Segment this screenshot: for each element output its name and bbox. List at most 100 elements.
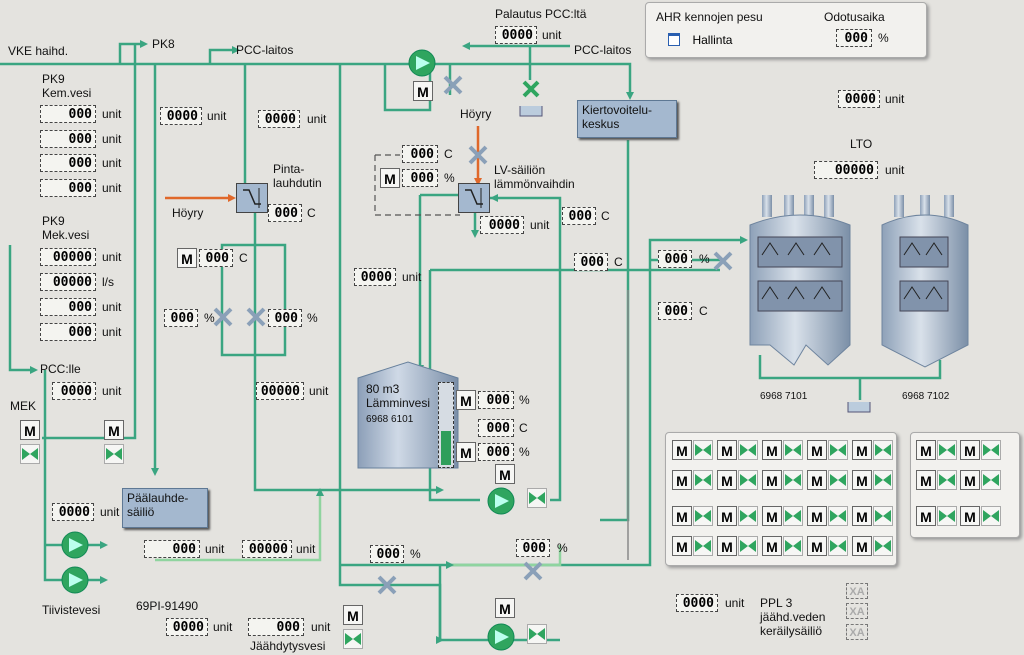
onoff-valve-grid-right-2[interactable] — [937, 470, 957, 490]
manual-grid-right-1[interactable]: M — [960, 440, 980, 460]
manual-pump-tank[interactable]: M — [495, 464, 515, 484]
pump-tiiviste-2[interactable] — [60, 565, 90, 595]
onoff-valve-grid-right-1[interactable] — [981, 440, 1001, 460]
manual-grid-right-4[interactable]: M — [916, 506, 936, 526]
manual-mek-1[interactable]: M — [20, 420, 40, 440]
readout-paalauhde-2[interactable]: 00000 — [242, 540, 292, 558]
readout-kem-3[interactable]: 000 — [40, 154, 96, 172]
readout-valve-left-pct[interactable]: 000 — [164, 309, 198, 327]
onoff-valve-grid-left-19[interactable] — [873, 536, 893, 556]
readout-mid-0000[interactable]: 0000 — [354, 268, 396, 286]
readout-mek-4[interactable]: 000 — [40, 323, 96, 341]
readout-mek-2[interactable]: 00000 — [40, 273, 96, 291]
readout-pct-000-top[interactable]: 000 — [658, 250, 692, 268]
onoff-valve-grid-left-5[interactable] — [693, 470, 713, 490]
manual-left-loop[interactable]: M — [177, 248, 197, 268]
onoff-valve-grid-left-12[interactable] — [783, 506, 803, 526]
pump-bottom[interactable] — [486, 622, 516, 652]
manual-grid-left-8[interactable]: M — [807, 470, 827, 490]
manual-grid-left-10[interactable]: M — [672, 506, 692, 526]
manual-grid-left-17[interactable]: M — [762, 536, 782, 556]
manual-grid-right-3[interactable]: M — [960, 470, 980, 490]
manual-grid-left-3[interactable]: M — [807, 440, 827, 460]
lv-heat-exchanger[interactable] — [458, 183, 490, 213]
onoff-valve-grid-left-1[interactable] — [738, 440, 758, 460]
readout-bottom-pct-1[interactable]: 000 — [370, 545, 404, 563]
manual-grid-left-4[interactable]: M — [852, 440, 872, 460]
onoff-valve-grid-left-0[interactable] — [693, 440, 713, 460]
manual-pump-bottom[interactable]: M — [495, 598, 515, 618]
readout-tank-pct2[interactable]: 000 — [478, 443, 514, 461]
valve-right-loop[interactable] — [245, 306, 267, 328]
readout-lv-pct[interactable]: 000 — [402, 169, 438, 187]
readout-kem-1[interactable]: 000 — [40, 105, 96, 123]
onoff-valve-jaahdytys[interactable] — [343, 629, 363, 649]
valve-steam-lv[interactable] — [467, 144, 489, 166]
valve-bottom-2[interactable] — [522, 560, 544, 582]
manual-jaahdytys[interactable]: M — [343, 605, 363, 625]
manual-grid-left-16[interactable]: M — [717, 536, 737, 556]
readout-bottom-0000[interactable]: 0000 — [166, 618, 208, 636]
onoff-valve-grid-left-10[interactable] — [693, 506, 713, 526]
readout-right-top[interactable]: 0000 — [838, 90, 880, 108]
readout-lv-side-c[interactable]: 000 — [562, 207, 596, 225]
manual-grid-right-2[interactable]: M — [916, 470, 936, 490]
onoff-valve-grid-right-0[interactable] — [937, 440, 957, 460]
onoff-valve-grid-left-15[interactable] — [693, 536, 713, 556]
readout-valve-right-pct[interactable]: 000 — [268, 309, 302, 327]
valve-steam-top[interactable] — [442, 74, 464, 96]
readout-bottom-000[interactable]: 000 — [248, 618, 304, 636]
onoff-valve-grid-right-3[interactable] — [981, 470, 1001, 490]
readout-c-000-a[interactable]: 000 — [574, 253, 608, 271]
manual-grid-left-15[interactable]: M — [672, 536, 692, 556]
readout-paalauhde-1[interactable]: 000 — [144, 540, 200, 558]
manual-grid-left-0[interactable]: M — [672, 440, 692, 460]
onoff-valve-pump-tank[interactable] — [527, 488, 547, 508]
onoff-valve-mek-2[interactable] — [104, 444, 124, 464]
readout-pcclle[interactable]: 0000 — [52, 382, 96, 400]
valve-bottom-1[interactable] — [376, 574, 398, 596]
manual-grid-left-18[interactable]: M — [807, 536, 827, 556]
pump-tank-out[interactable] — [486, 486, 516, 516]
manual-grid-left-19[interactable]: M — [852, 536, 872, 556]
readout-lto[interactable]: 00000 — [814, 161, 878, 179]
hallinta-button[interactable]: Hallinta — [668, 31, 732, 49]
readout-left-c[interactable]: 000 — [199, 249, 233, 267]
readout-tank-c[interactable]: 000 — [478, 419, 514, 437]
readout-kem-4[interactable]: 000 — [40, 179, 96, 197]
onoff-valve-grid-left-17[interactable] — [783, 536, 803, 556]
readout-line-00000[interactable]: 00000 — [256, 382, 304, 400]
kiertovoitelu-box[interactable]: Kiertovoitelu- keskus — [577, 100, 677, 138]
readout-bottom-pct-2[interactable]: 000 — [516, 539, 550, 557]
onoff-valve-grid-left-7[interactable] — [783, 470, 803, 490]
valve-silo-inlet[interactable] — [712, 250, 734, 272]
valve-top-green[interactable] — [522, 80, 540, 98]
manual-grid-left-5[interactable]: M — [672, 470, 692, 490]
onoff-valve-grid-left-11[interactable] — [738, 506, 758, 526]
manual-grid-right-0[interactable]: M — [916, 440, 936, 460]
onoff-valve-grid-left-9[interactable] — [873, 470, 893, 490]
onoff-valve-grid-left-13[interactable] — [828, 506, 848, 526]
onoff-valve-mek-1[interactable] — [20, 444, 40, 464]
readout-lv-temp[interactable]: 000 — [402, 145, 438, 163]
readout-0000-a[interactable]: 0000 — [160, 107, 202, 125]
onoff-valve-grid-left-6[interactable] — [738, 470, 758, 490]
manual-grid-left-2[interactable]: M — [762, 440, 782, 460]
silo-7101[interactable] — [748, 195, 852, 370]
onoff-valve-grid-left-4[interactable] — [873, 440, 893, 460]
onoff-valve-grid-left-16[interactable] — [738, 536, 758, 556]
onoff-valve-grid-left-18[interactable] — [828, 536, 848, 556]
readout-ppl[interactable]: 0000 — [676, 594, 718, 612]
manual-grid-right-5[interactable]: M — [960, 506, 980, 526]
manual-grid-left-7[interactable]: M — [762, 470, 782, 490]
alarm-xa-3[interactable]: XA — [846, 624, 868, 640]
onoff-valve-grid-right-5[interactable] — [981, 506, 1001, 526]
onoff-valve-grid-left-3[interactable] — [828, 440, 848, 460]
ahr-wait-value[interactable]: 000 — [836, 29, 872, 47]
readout-kem-2[interactable]: 000 — [40, 130, 96, 148]
readout-tiiviste[interactable]: 0000 — [52, 503, 94, 521]
manual-grid-left-13[interactable]: M — [807, 506, 827, 526]
onoff-valve-grid-right-4[interactable] — [937, 506, 957, 526]
pintalauhdutin-exchanger[interactable] — [236, 183, 268, 213]
onoff-valve-grid-left-14[interactable] — [873, 506, 893, 526]
